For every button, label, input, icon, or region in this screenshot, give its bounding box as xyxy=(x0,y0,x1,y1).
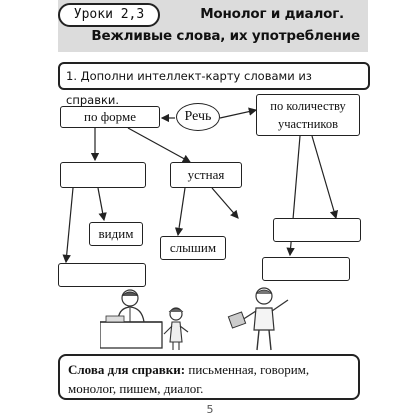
boy-with-book-illustration xyxy=(227,287,289,351)
reference-words-box: Слова для справки: письменная, говорим, … xyxy=(58,354,360,400)
reference-words-list: письменная, говорим, монолог, пишем, диа… xyxy=(68,362,310,396)
node-empty-2[interactable] xyxy=(58,263,146,287)
page-subtitle: Вежливые слова, их употребление xyxy=(91,28,360,44)
lesson-label: Уроки 2,3 xyxy=(58,3,160,27)
page-number: 5 xyxy=(206,403,214,416)
arrow-center-to-count xyxy=(219,107,258,119)
node-empty-1[interactable] xyxy=(60,162,146,188)
task-instruction: 1. Дополни интеллект-карту словами из сп… xyxy=(58,62,370,107)
node-by-form: по форме xyxy=(60,106,160,128)
node-empty-3[interactable] xyxy=(273,218,361,242)
node-see: видим xyxy=(89,222,143,246)
arrow-count-to-box4 xyxy=(311,135,339,220)
node-by-count: по количеству участников xyxy=(256,94,360,136)
node-center-speech: Речь xyxy=(176,103,220,131)
teacher-and-child-illustration xyxy=(100,289,189,350)
arrow-oral-to-box3 xyxy=(211,187,239,219)
reference-words-label: Слова для справки: xyxy=(68,362,189,377)
arrow-oral-to-hear xyxy=(174,187,186,237)
node-hear: слышим xyxy=(160,236,226,260)
arrow-form-to-oral xyxy=(127,127,192,163)
arrow-box1-to-see xyxy=(97,187,107,222)
node-oral: устная xyxy=(170,162,242,188)
page-title: Монолог и диалог. xyxy=(200,6,344,22)
node-empty-4[interactable] xyxy=(262,257,350,281)
arrow-box1-to-box2 xyxy=(62,187,74,264)
